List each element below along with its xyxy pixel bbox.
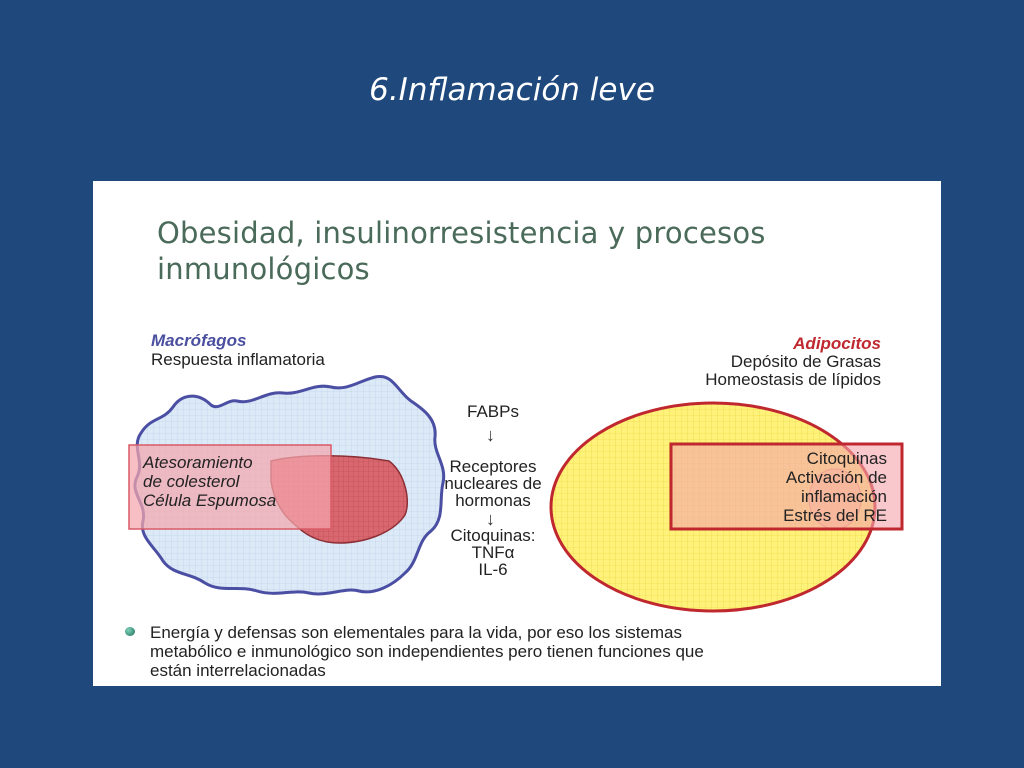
cytokine-box-text: Citoquinas Activación de inflamación Est… — [783, 449, 887, 525]
adipocyte-label: Adipocitos — [793, 334, 881, 353]
diagram-artwork — [128, 374, 904, 613]
bullet-text: Energía y defensas son elementales para … — [150, 623, 870, 680]
pathway-cytokines-line: Citoquinas: — [450, 526, 536, 545]
macrophage-label: Macrófagos — [151, 331, 247, 350]
cytokine-line: Citoquinas — [806, 449, 887, 468]
pathway-cytokines-line: TNFα — [471, 543, 515, 562]
cholesterol-line: Célula Espumosa — [143, 491, 277, 510]
bullet-line: metabólico e inmunológico son independie… — [150, 642, 704, 661]
cytokine-line: inflamación — [801, 487, 887, 506]
cholesterol-box — [128, 444, 332, 530]
cholesterol-box-text: Atesoramiento de colesterol Célula Espum… — [143, 453, 276, 510]
pathway-receptors-line: hormonas — [455, 491, 531, 510]
adipocyte-line-2: Homeostasis de lípidos — [705, 370, 881, 389]
bullet-line: Energía y defensas son elementales para … — [150, 623, 683, 642]
pathway-arrow-1: ↓ — [486, 425, 495, 445]
cytokine-line: Activación de — [785, 468, 887, 487]
cytokine-box — [669, 442, 904, 531]
cytokine-line: Estrés del RE — [783, 506, 887, 525]
cholesterol-line: de colesterol — [143, 472, 240, 491]
pathway-receptors-line: Receptores — [449, 457, 537, 476]
figure-title: Obesidad, insulinorresistencia y proceso… — [157, 215, 917, 287]
bullet-sphere-icon — [125, 627, 135, 636]
figure-title-line-1: Obesidad, insulinorresistencia y proceso… — [157, 216, 766, 250]
diagram-figure: Obesidad, insulinorresistencia y proceso… — [93, 181, 941, 686]
pathway-cytokines-line: IL-6 — [478, 560, 508, 579]
pathway-arrow-2: ↓ — [486, 509, 495, 529]
cholesterol-line: Atesoramiento — [143, 453, 253, 472]
pathway-cytokines: Citoquinas: TNFα IL-6 — [433, 527, 553, 578]
bullet-line: están interrelacionadas — [150, 661, 326, 680]
macrophage-subtitle: Respuesta inflamatoria — [151, 350, 325, 369]
pathway-fabps: FABPs — [467, 402, 519, 421]
adipocyte-line-1: Depósito de Grasas — [730, 352, 881, 371]
pathway-receptors-line: nucleares de — [444, 474, 542, 493]
pathway-receptors: Receptores nucleares de hormonas — [431, 458, 555, 509]
slide-title: 6.Inflamación leve — [369, 72, 655, 108]
figure-title-line-2: inmunológicos — [157, 252, 370, 286]
